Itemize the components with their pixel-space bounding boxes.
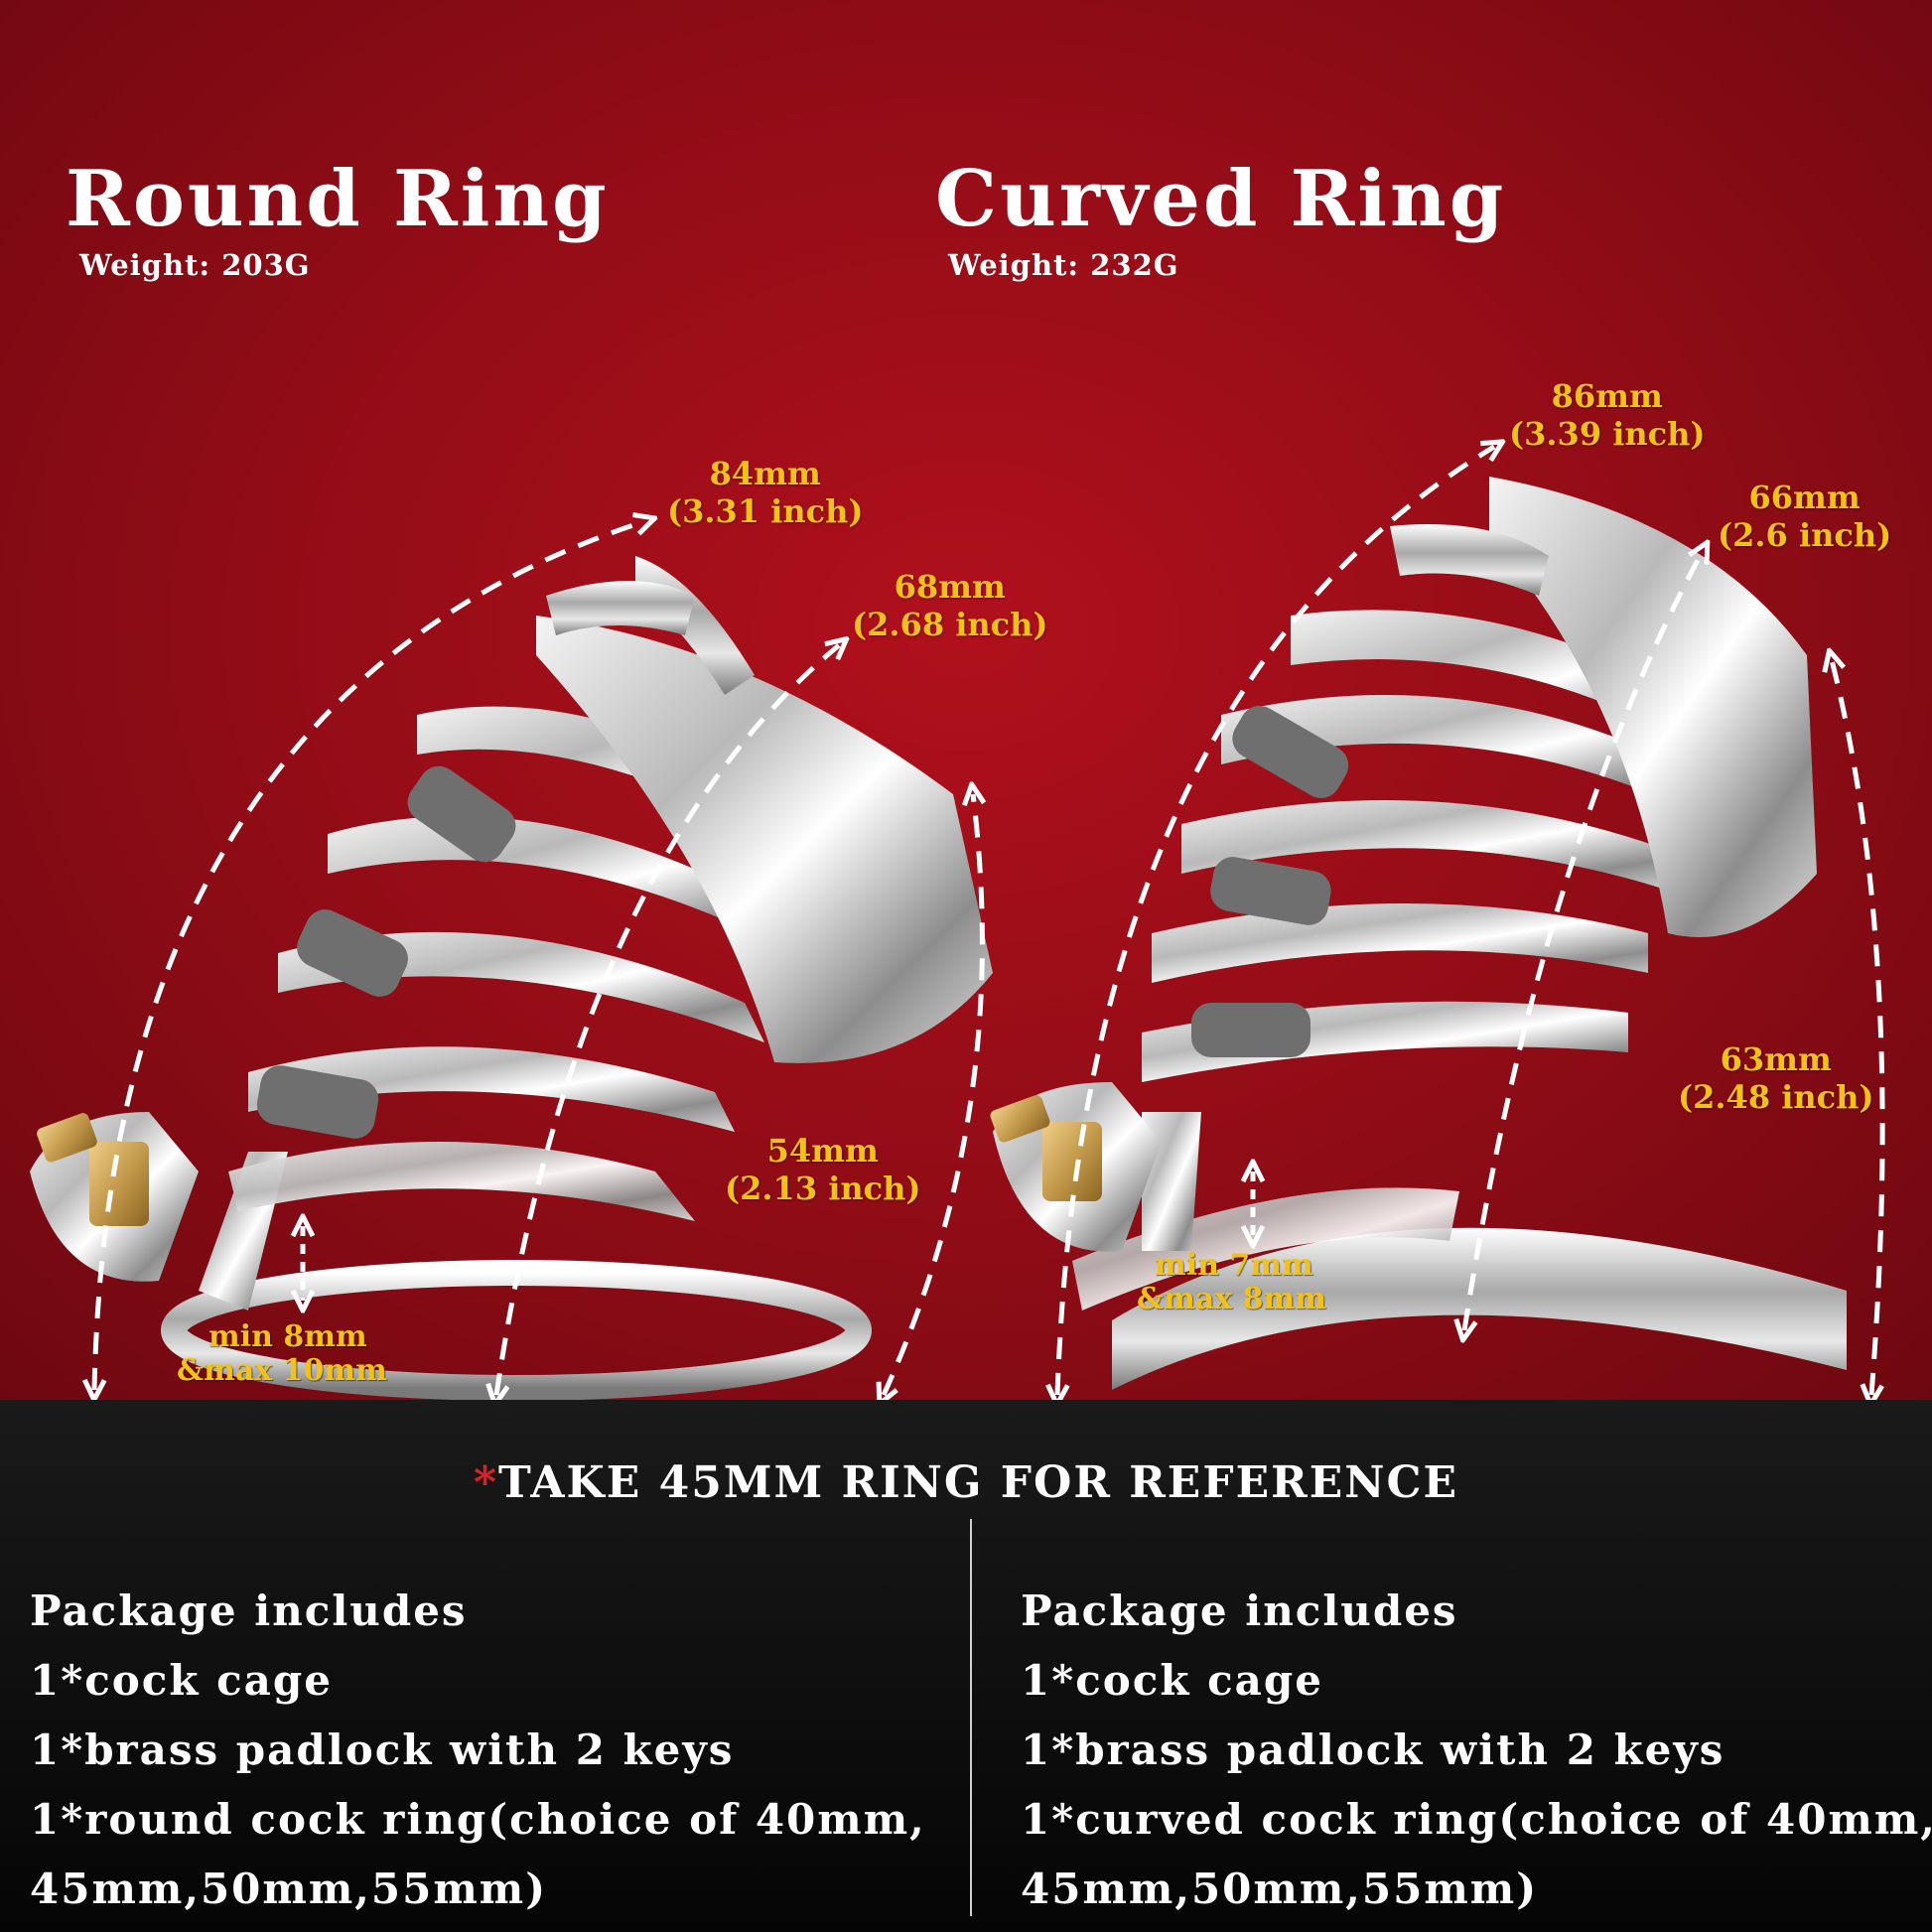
- round-ring-title: Round Ring: [66, 154, 610, 244]
- curved-ring-title: Curved Ring: [935, 154, 1507, 244]
- reference-star: *: [473, 1457, 498, 1508]
- curved-ring-cage: [990, 477, 1847, 1390]
- round-inner-length-inch: (2.68 inch): [852, 606, 1048, 643]
- round-height-inch: (2.13 inch): [725, 1170, 921, 1207]
- round-gap-label: min 8mm &max 10mm: [177, 1320, 387, 1388]
- curved-height-mm: 63mm: [1720, 1040, 1832, 1078]
- package-item: 1*brass padlock with 2 keys: [1021, 1725, 1725, 1774]
- round-ring-weight: Weight: 203G: [79, 248, 311, 282]
- curved-length-inch: (3.39 inch): [1509, 415, 1706, 453]
- curved-height-inch: (2.48 inch): [1678, 1078, 1874, 1116]
- curved-ring-weight: Weight: 232G: [948, 248, 1179, 282]
- round-length-label: 84mm (3.31 inch): [667, 455, 864, 530]
- package-item: 45mm,50mm,55mm): [1021, 1864, 1539, 1913]
- package-list-curved: Package includes 1*cock cage 1*brass pad…: [1021, 1577, 1932, 1924]
- package-heading: Package includes: [30, 1587, 468, 1635]
- curved-gap-max: &max 8mm: [1137, 1282, 1326, 1316]
- curved-length-label: 86mm (3.39 inch): [1509, 377, 1706, 453]
- round-inner-length-label: 68mm (2.68 inch): [852, 568, 1048, 643]
- curved-gap-label: min 7mm &max 8mm: [1137, 1249, 1326, 1316]
- reference-text: TAKE 45MM RING FOR REFERENCE: [498, 1457, 1459, 1508]
- gap-arrows: [303, 1172, 1253, 1301]
- round-length-inch: (3.31 inch): [667, 492, 864, 530]
- round-gap-min: min 8mm: [208, 1319, 367, 1354]
- round-length-mm: 84mm: [709, 455, 821, 492]
- package-item: 1*brass padlock with 2 keys: [30, 1725, 735, 1774]
- round-gap-max: &max 10mm: [177, 1353, 387, 1388]
- package-item: 1*cock cage: [30, 1656, 333, 1705]
- package-item: 1*cock cage: [1021, 1656, 1323, 1705]
- curved-length-mm: 86mm: [1551, 377, 1663, 415]
- curved-inner-length-inch: (2.6 inch): [1718, 516, 1892, 554]
- package-list-round: Package includes 1*cock cage 1*brass pad…: [30, 1577, 926, 1924]
- product-illustration: [30, 0, 1885, 1400]
- curved-height-label: 63mm (2.48 inch): [1678, 1040, 1874, 1116]
- round-ring-cage: [30, 556, 993, 1400]
- round-height-label: 54mm (2.13 inch): [725, 1132, 921, 1207]
- package-item: 1*round cock ring(choice of 40mm,: [30, 1795, 926, 1844]
- column-divider: [970, 1519, 972, 1916]
- package-item: 45mm,50mm,55mm): [30, 1864, 548, 1913]
- info-panel: [0, 1400, 1932, 1932]
- reference-note: *TAKE 45MM RING FOR REFERENCE: [0, 1457, 1932, 1508]
- round-height-mm: 54mm: [766, 1132, 879, 1170]
- curved-gap-min: min 7mm: [1155, 1248, 1313, 1283]
- package-item: 1*curved cock ring(choice of 40mm,: [1021, 1795, 1932, 1844]
- measurement-arrows: [94, 447, 1885, 1395]
- curved-inner-length-mm: 66mm: [1748, 479, 1861, 516]
- curved-inner-length-label: 66mm (2.6 inch): [1718, 479, 1891, 554]
- package-heading: Package includes: [1021, 1587, 1458, 1635]
- round-inner-length-mm: 68mm: [894, 568, 1006, 606]
